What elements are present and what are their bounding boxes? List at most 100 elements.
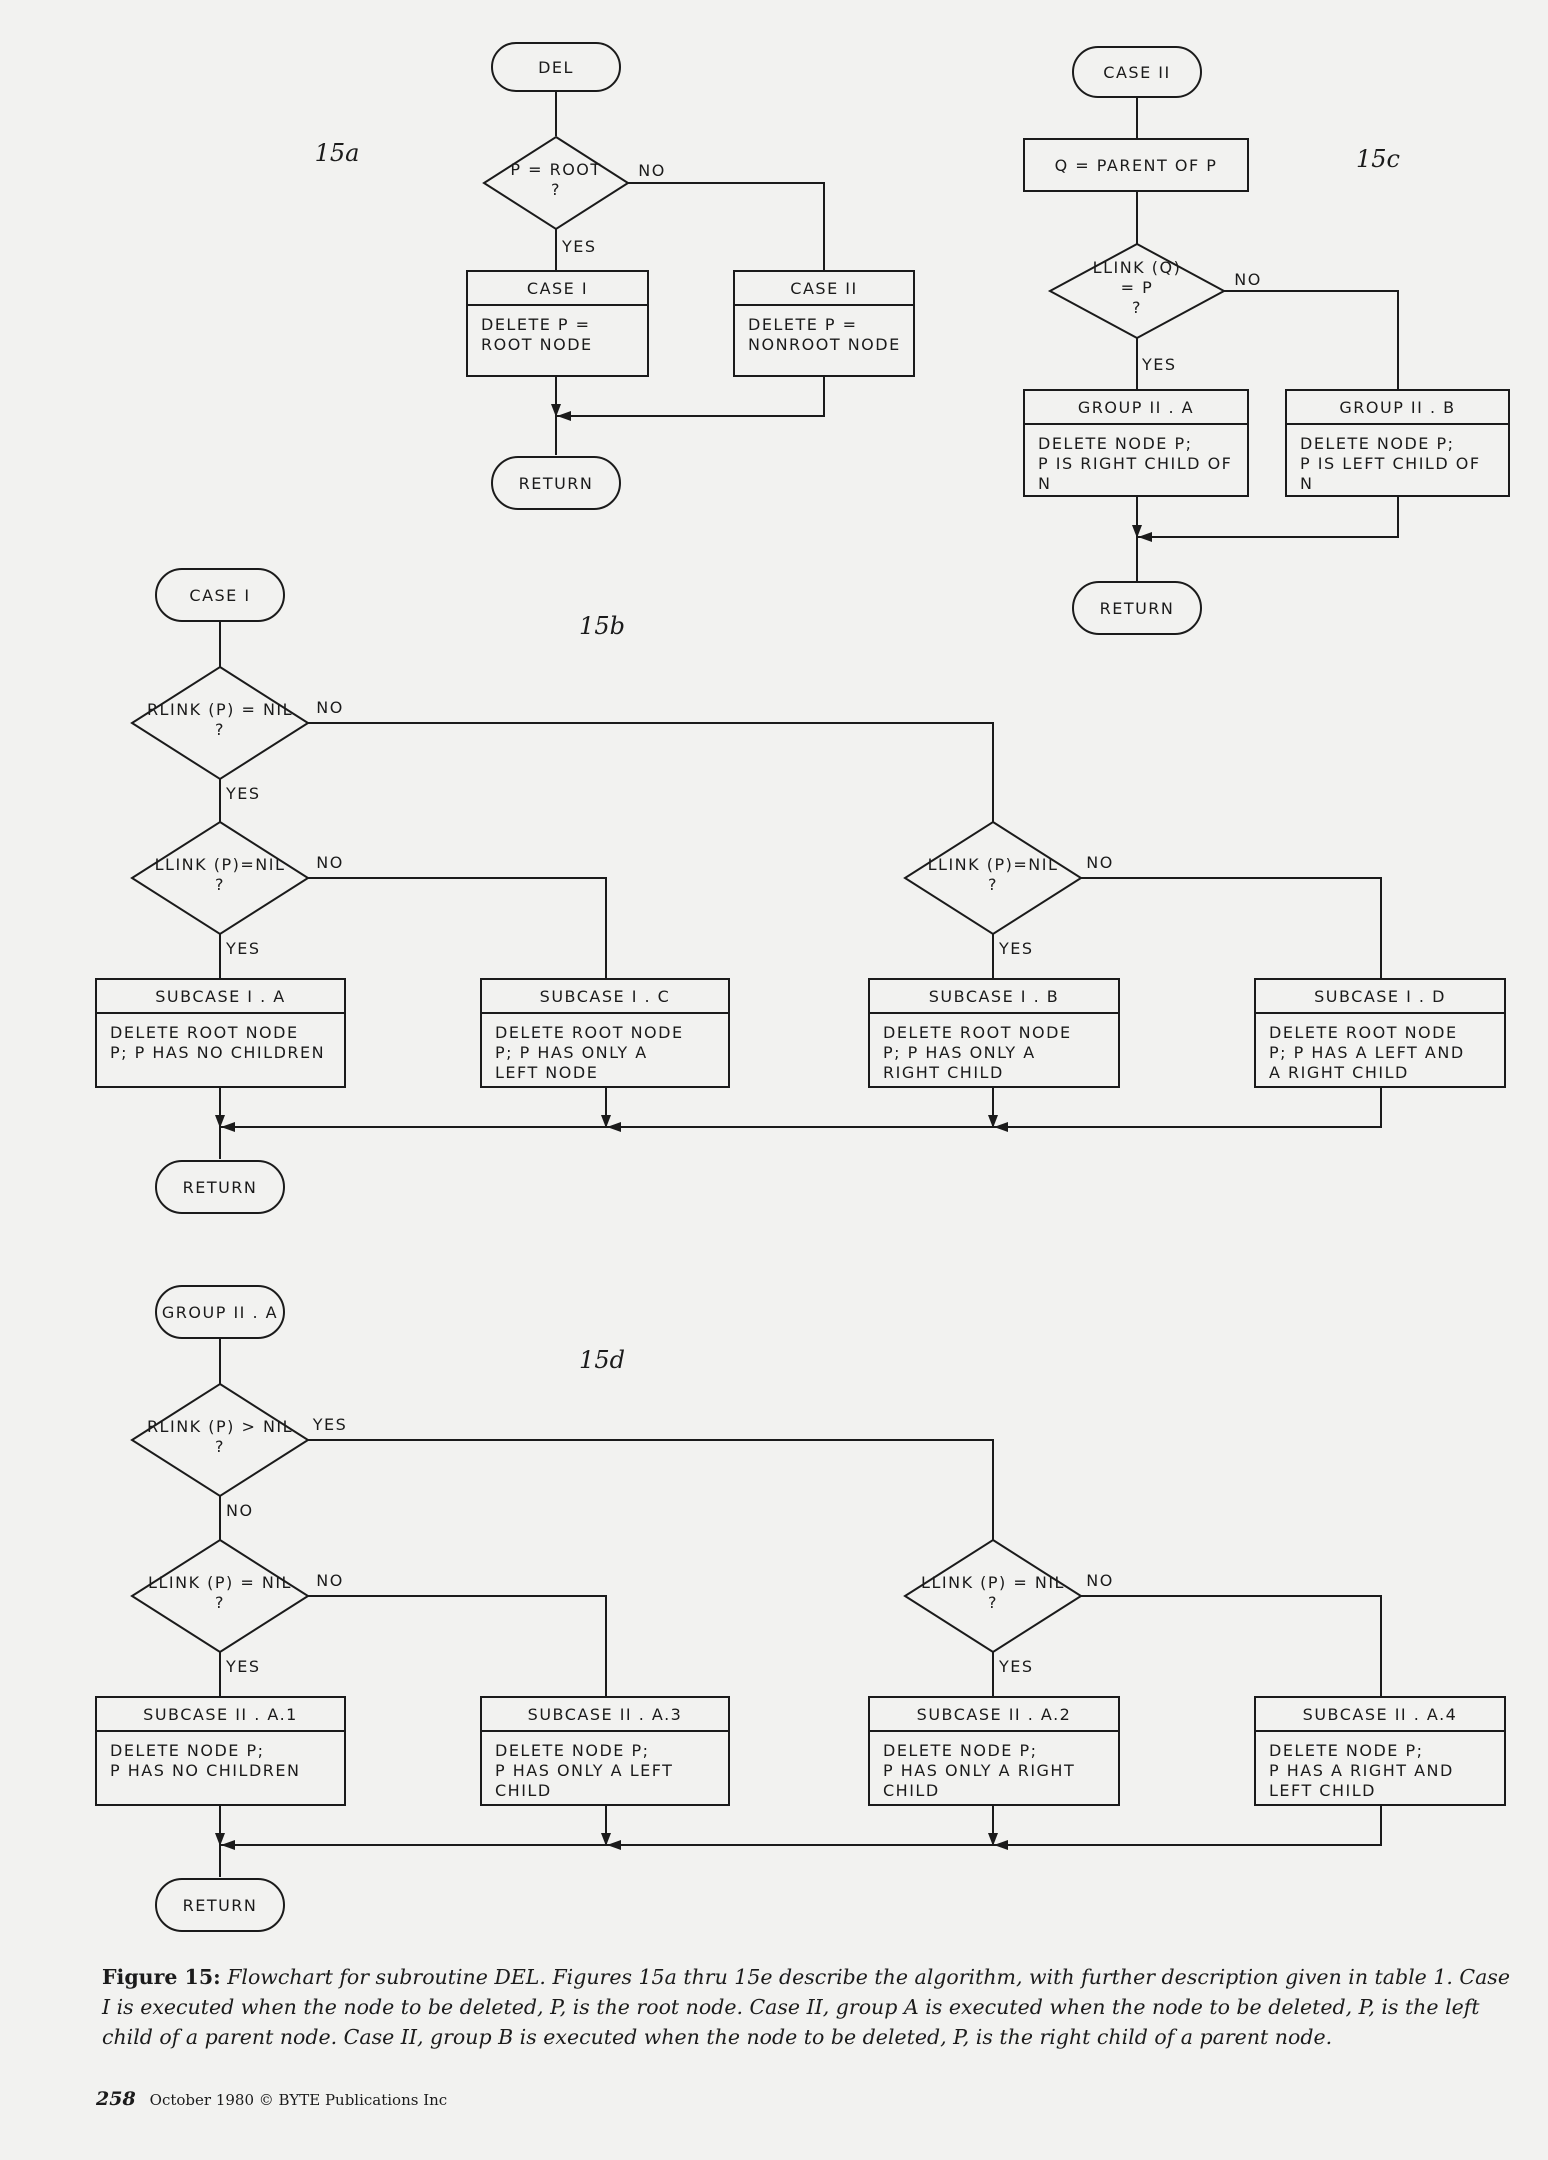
- return-terminal-15a: [491, 456, 621, 510]
- subcase-box-15b-4-text: P; P HAS A LEFT AND: [1269, 1043, 1465, 1062]
- branch-label: NO: [226, 1501, 254, 1520]
- decision-llink-q-text: ?: [1132, 298, 1142, 317]
- connector-line: [308, 1439, 994, 1540]
- group-ii-b-box-text: N: [1300, 474, 1313, 493]
- no-label: NO: [316, 1571, 344, 1590]
- subcase-box-15b-4-text: A RIGHT CHILD: [1269, 1063, 1409, 1082]
- subcase-box-15d-1-title: SUBCASE II . A.1: [143, 1705, 298, 1724]
- connector-line: [308, 877, 607, 979]
- subcase-box-15d-4-text: P HAS A RIGHT AND: [1269, 1761, 1454, 1780]
- subcase-box-15b-3-title: SUBCASE I . B: [929, 987, 1059, 1006]
- subcase-box-15d-2-text: CHILD: [495, 1781, 552, 1800]
- subcase-box-15d-4-text: LEFT CHILD: [1269, 1781, 1376, 1800]
- caption-text: Flowchart for subroutine DEL. Figures 15…: [102, 1965, 1510, 2049]
- decision-p-root-text: P = ROOT: [510, 160, 601, 179]
- return-terminal-15b-label: RETURN: [183, 1178, 258, 1197]
- start-terminal-15b-label: CASE I: [189, 586, 250, 605]
- subcase-box-15b-4-title: SUBCASE I . D: [1314, 987, 1446, 1006]
- decision3-15b-text: LLINK (P)=NIL: [928, 855, 1059, 874]
- decision2-15d-text: LLINK (P) = NIL: [148, 1573, 292, 1592]
- subcase-box-15d-3-title: SUBCASE II . A.2: [917, 1705, 1072, 1724]
- connector-line: [1081, 1595, 1382, 1697]
- caption-label: Figure 15:: [102, 1965, 221, 1989]
- subcase-box-15d-3-text: DELETE NODE P;: [883, 1741, 1038, 1760]
- arrowhead-down: [215, 1115, 225, 1128]
- case-i-box-text: ROOT NODE: [481, 335, 593, 354]
- decision1-15d-text: ?: [215, 1437, 225, 1456]
- figure-label-15a: 15a: [315, 139, 360, 167]
- no-label: NO: [316, 853, 344, 872]
- yes-label: YES: [225, 939, 261, 958]
- arrowhead-left: [1138, 532, 1152, 542]
- group-ii-a-box-title: GROUP II . A: [1078, 398, 1194, 417]
- decision3-15b-text: ?: [988, 875, 998, 894]
- decision3-15d-text: LLINK (P) = NIL: [921, 1573, 1065, 1592]
- no-label: NO: [1086, 853, 1114, 872]
- arrowhead-down: [988, 1833, 998, 1846]
- start-terminal-del-label: DEL: [538, 58, 574, 77]
- group-ii-a-box-text: P IS RIGHT CHILD OF: [1038, 454, 1232, 473]
- subcase-box-15b-4-text: DELETE ROOT NODE: [1269, 1023, 1458, 1042]
- subcase-box-15b-3-text: DELETE ROOT NODE: [883, 1023, 1072, 1042]
- return-terminal-15a-label: RETURN: [519, 474, 594, 493]
- no-label: NO: [1234, 270, 1262, 289]
- figure-caption: Figure 15: Flowchart for subroutine DEL.…: [102, 1962, 1512, 2052]
- subcase-box-15d-3-text: P HAS ONLY A RIGHT: [883, 1761, 1075, 1780]
- return-terminal-15c: [1072, 581, 1202, 635]
- arrowhead-left: [607, 1840, 621, 1850]
- connector-line: [220, 1805, 1382, 1846]
- return-terminal-15b: [155, 1160, 285, 1214]
- no-label: NO: [638, 161, 666, 180]
- group-ii-a-box-text: N: [1038, 474, 1051, 493]
- arrowhead-down: [988, 1115, 998, 1128]
- yes-label: YES: [561, 237, 597, 256]
- decision2-15d-text: ?: [215, 1593, 225, 1612]
- connector-line: [308, 1595, 607, 1697]
- subcase-box-15b-2-text: P; P HAS ONLY A: [495, 1043, 648, 1062]
- decision-llink-q-text: LLINK (Q): [1093, 258, 1182, 277]
- figure-label-15b: 15b: [579, 612, 625, 640]
- case-ii-box-text: DELETE P =: [748, 315, 858, 334]
- connector-line: [220, 1087, 1382, 1128]
- arrowhead-down: [215, 1833, 225, 1846]
- decision-llink-q-text: = P: [1121, 278, 1154, 297]
- decision3-15d-text: ?: [988, 1593, 998, 1612]
- decision2-15b-text: ?: [215, 875, 225, 894]
- subcase-box-15d-2-text: DELETE NODE P;: [495, 1741, 650, 1760]
- decision1-15b-text: RLINK (P) = NIL: [147, 700, 293, 719]
- connector-line: [628, 182, 825, 271]
- subcase-box-15d-2-text: P HAS ONLY A LEFT: [495, 1761, 673, 1780]
- figure-label-15d: 15d: [579, 1346, 625, 1374]
- decision1-15d-text: RLINK (P) > NIL: [147, 1417, 293, 1436]
- case-i-box: [466, 270, 649, 377]
- decision-p-root-text: ?: [551, 180, 561, 199]
- yes-label: YES: [1141, 355, 1177, 374]
- subcase-box-15b-1-title: SUBCASE I . A: [155, 987, 285, 1006]
- arrowhead-down: [601, 1833, 611, 1846]
- subcase-box-15d-4-text: DELETE NODE P;: [1269, 1741, 1424, 1760]
- case-i-box-text: DELETE P =: [481, 315, 591, 334]
- process-q-parent-text: Q = PARENT OF P: [1055, 156, 1218, 175]
- arrowhead-down: [551, 404, 561, 417]
- subcase-box-15b-2-text: DELETE ROOT NODE: [495, 1023, 684, 1042]
- page-number: 258: [96, 2088, 136, 2110]
- branch-label: YES: [225, 784, 261, 803]
- connector-line: [308, 722, 994, 822]
- case-i-box-title: CASE I: [527, 279, 588, 298]
- start-terminal-case-ii-label: CASE II: [1103, 63, 1170, 82]
- yes-label: YES: [998, 939, 1034, 958]
- arrowhead-left: [994, 1122, 1008, 1132]
- connector-line: [1137, 496, 1399, 538]
- return-terminal-15d-label: RETURN: [183, 1896, 258, 1915]
- subcase-box-15d-4-title: SUBCASE II . A.4: [1303, 1705, 1458, 1724]
- subcase-box-15b-2-text: LEFT NODE: [495, 1063, 598, 1082]
- group-ii-a-box-text: DELETE NODE P;: [1038, 434, 1193, 453]
- group-ii-b-box-text: P IS LEFT CHILD OF: [1300, 454, 1481, 473]
- subcase-box-15b-3-text: RIGHT CHILD: [883, 1063, 1004, 1082]
- figure-label-15c: 15c: [1356, 145, 1400, 173]
- yes-label: YES: [225, 1657, 261, 1676]
- subcase-box-15b-1-text: DELETE ROOT NODE: [110, 1023, 299, 1042]
- group-ii-b-box-text: DELETE NODE P;: [1300, 434, 1455, 453]
- branch-label: NO: [316, 698, 344, 717]
